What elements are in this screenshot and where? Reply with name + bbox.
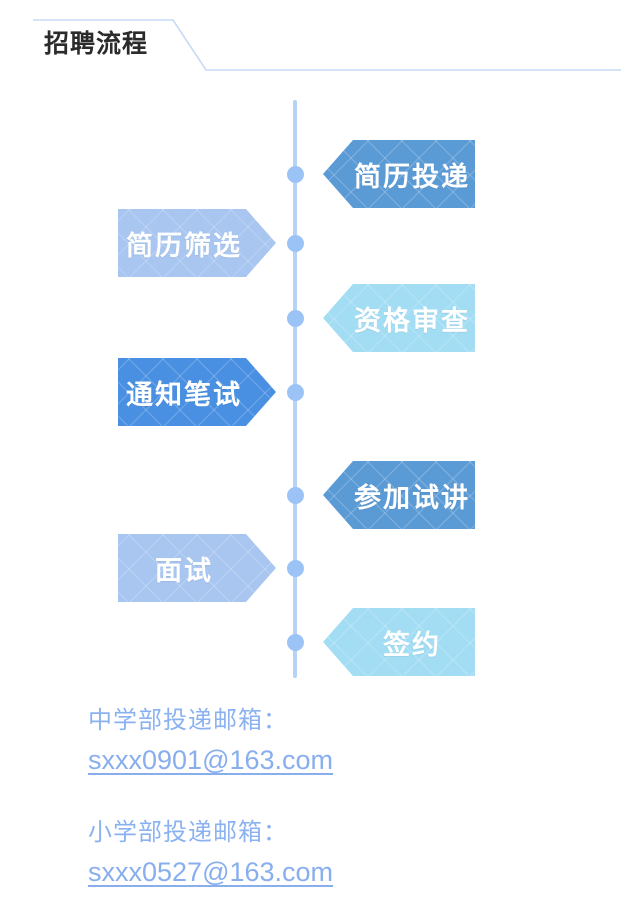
timeline-dot-3 [287,310,304,327]
contact-block-2: 小学部投递邮箱： sxxx0527@163.com [88,812,333,888]
flow-step-3[interactable]: 资格审查 [323,284,475,352]
arrow-shape [118,358,276,426]
flow-step-7[interactable]: 签约 [323,608,475,676]
arrow-shape [118,209,276,277]
timeline-dot-7 [287,634,304,651]
flow-step-label: 资格审查 [354,305,470,337]
timeline-dot-2 [287,235,304,252]
flow-step-6[interactable]: 面试 [118,534,276,602]
contact-label: 中学部投递邮箱： [88,706,288,734]
arrow-shape [323,284,475,352]
flow-step-label: 简历筛选 [126,230,242,262]
timeline-dot-1 [287,166,304,183]
contact-label: 小学部投递邮箱： [88,818,288,846]
arrow-shape [118,534,276,602]
contact-block-1: 中学部投递邮箱： sxxx0901@163.com [88,700,333,776]
arrow-shape [323,461,475,529]
flow-step-label: 简历投递 [354,161,470,193]
flow-step-2[interactable]: 简历筛选 [118,209,276,277]
flow-step-5[interactable]: 参加试讲 [323,461,475,529]
contact-email-link[interactable]: sxxx0901@163.com [88,745,334,775]
page-title: 招聘流程 [44,29,149,58]
timeline-dot-6 [287,560,304,577]
arrow-shape [323,608,475,676]
flow-step-label: 面试 [155,555,213,587]
timeline-dot-5 [287,487,304,504]
arrow-shape [323,140,475,208]
contact-email-link[interactable]: sxxx0527@163.com [88,857,334,887]
page-header: 招聘流程 [0,0,621,95]
flow-step-label: 通知笔试 [126,379,242,411]
flow-step-label: 参加试讲 [354,482,470,514]
timeline-dot-4 [287,384,304,401]
flow-step-1[interactable]: 简历投递 [323,140,475,208]
flow-step-label: 签约 [383,629,441,661]
flow-step-4[interactable]: 通知笔试 [118,358,276,426]
